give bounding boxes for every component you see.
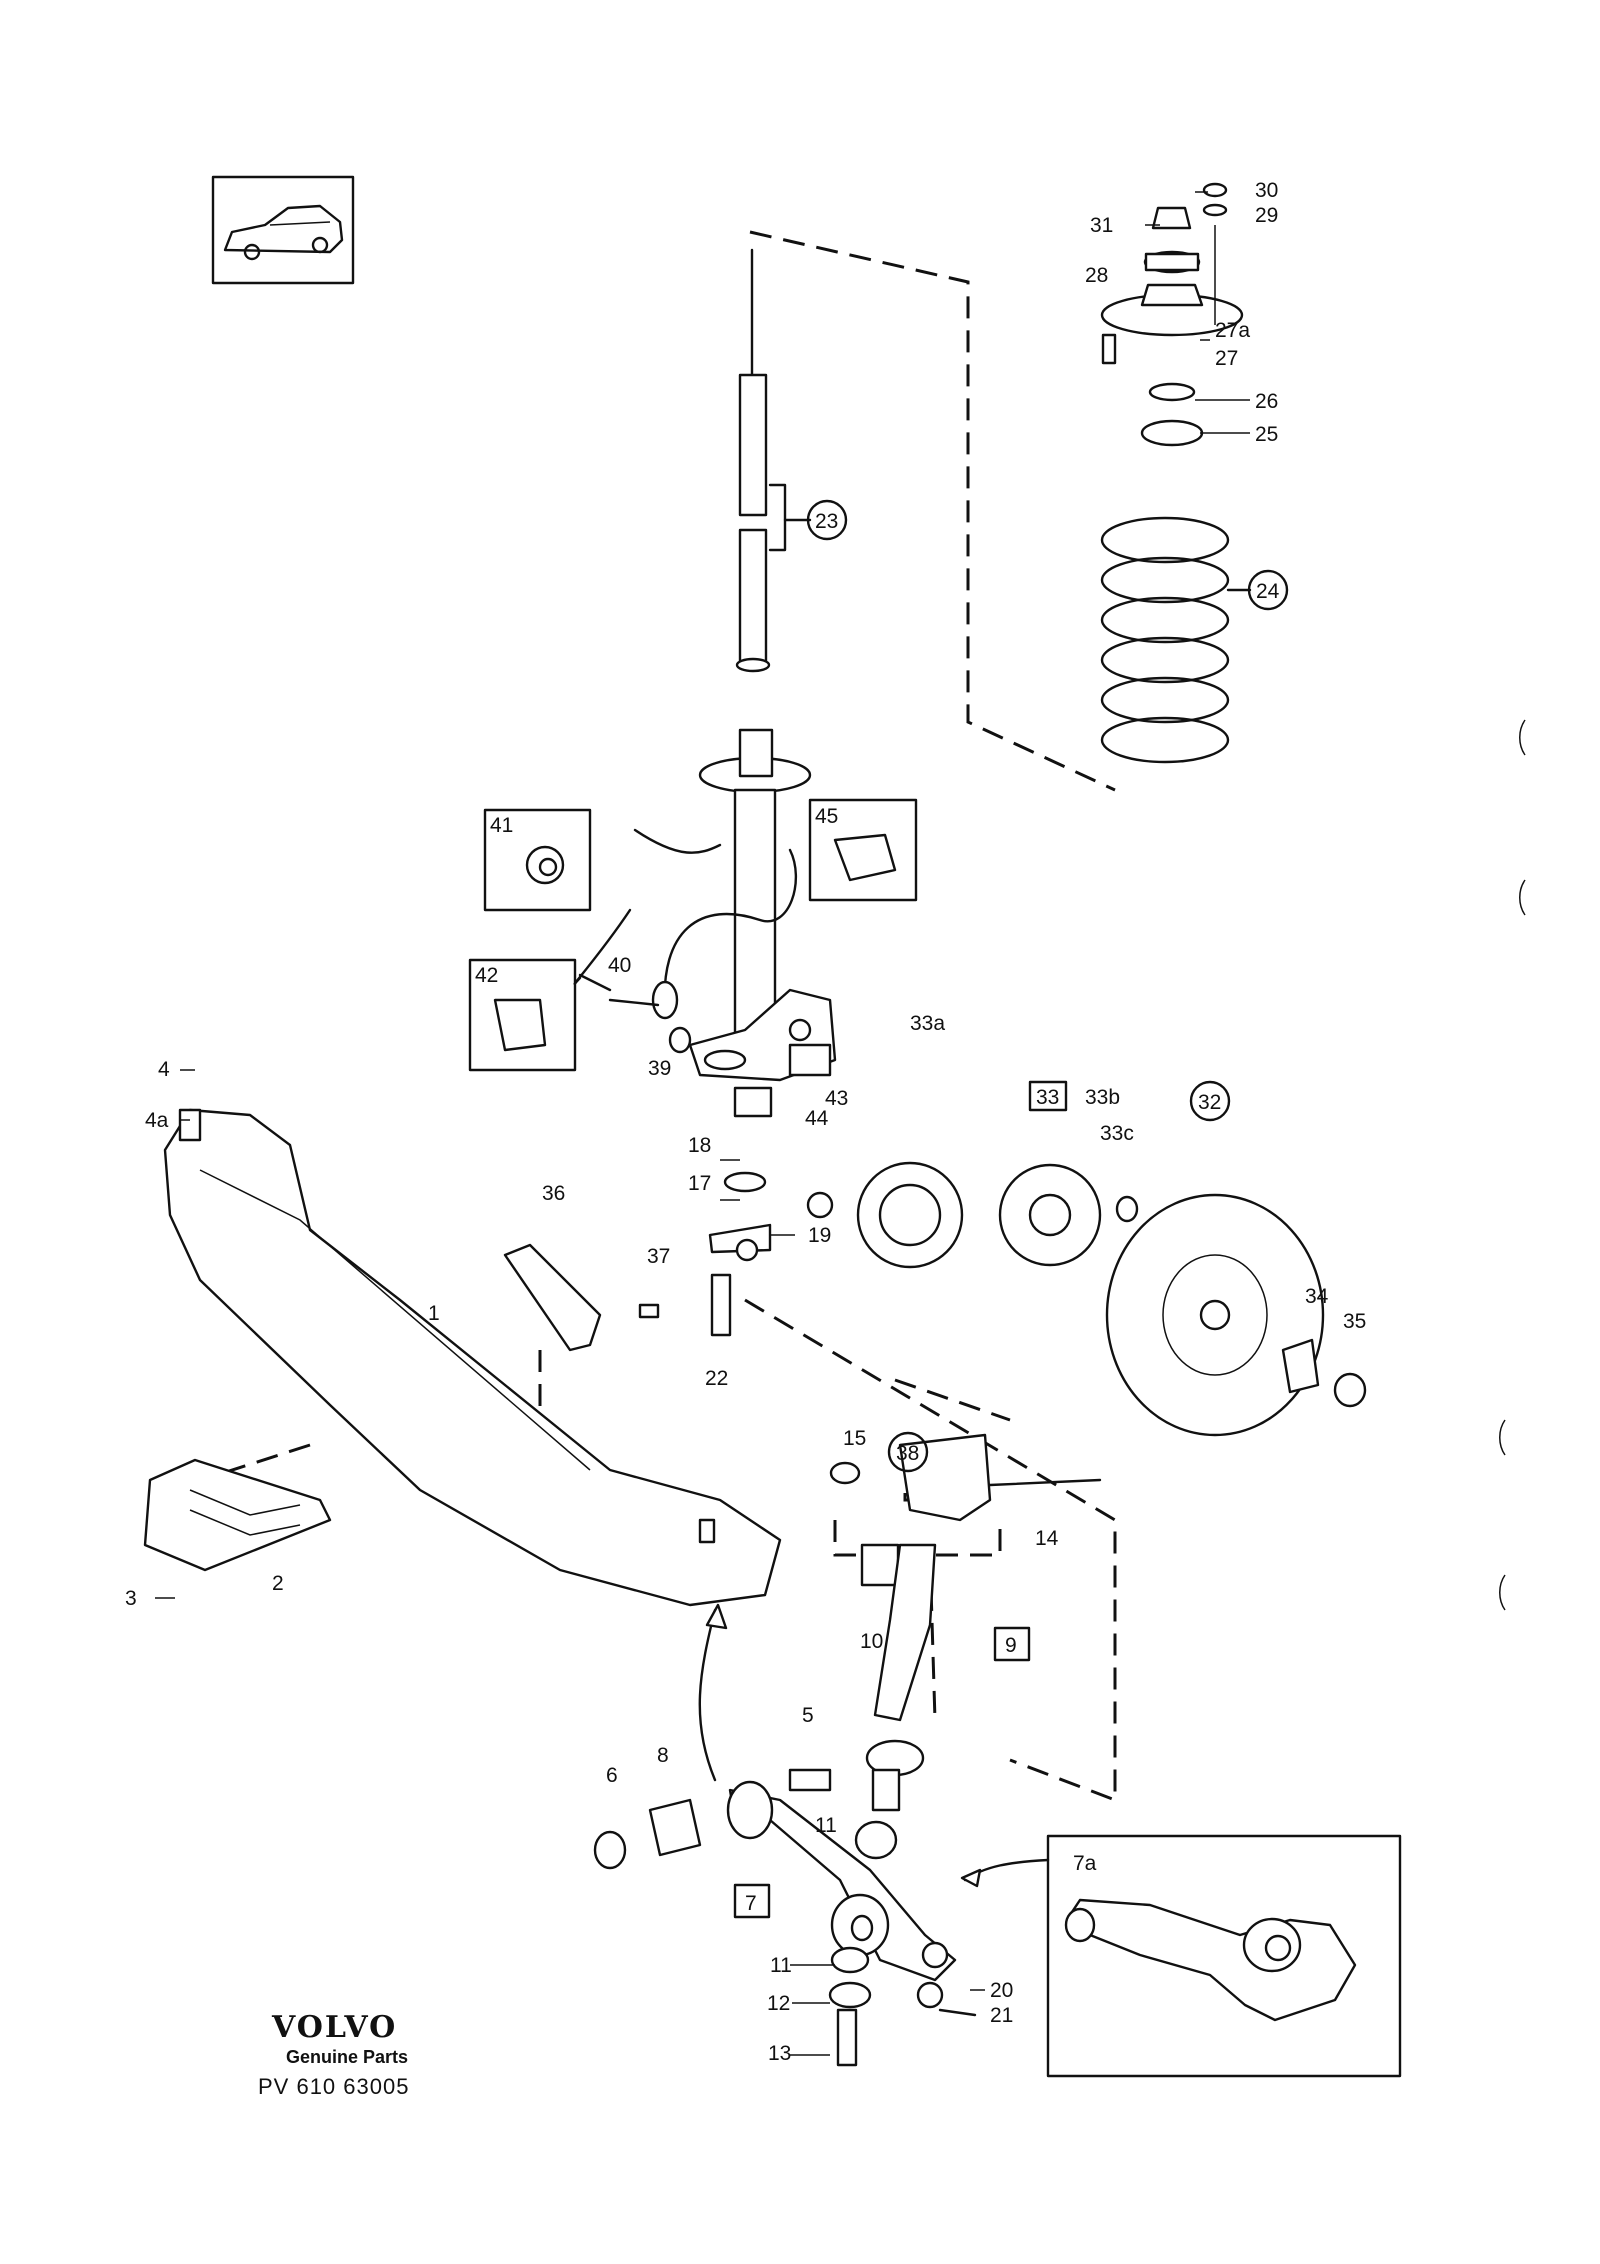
tie-rod-link <box>829 1433 1102 1812</box>
label-40: 40 <box>608 954 631 977</box>
inset-box-7a <box>960 1834 1402 2078</box>
control-arm <box>593 1603 977 2067</box>
label-14: 14 <box>1035 1527 1059 1550</box>
label-20: 20 <box>990 1979 1013 2002</box>
brake-disc <box>1105 1193 1367 1437</box>
label-28: 28 <box>1085 264 1108 287</box>
label-7: 7 <box>745 1892 757 1915</box>
label-4a: 4a <box>145 1109 169 1132</box>
label-21: 21 <box>990 2004 1013 2027</box>
label-26: 26 <box>1255 390 1278 413</box>
label-30: 30 <box>1255 179 1278 202</box>
label-18: 18 <box>688 1134 711 1157</box>
label-35: 35 <box>1343 1310 1366 1333</box>
label-33b: 33b <box>1085 1086 1120 1109</box>
label-44: 44 <box>805 1107 829 1130</box>
label-5: 5 <box>802 1704 814 1727</box>
label-32: 32 <box>1198 1091 1221 1114</box>
label-42: 42 <box>475 964 498 987</box>
label-29: 29 <box>1255 204 1278 227</box>
shock-absorber <box>735 248 812 673</box>
label-23: 23 <box>815 510 838 533</box>
subframe <box>163 1108 782 1607</box>
inset-box-41 <box>483 808 592 912</box>
label-22: 22 <box>705 1367 728 1390</box>
callout-frames <box>733 499 1289 1919</box>
label-2: 2 <box>272 1572 284 1595</box>
label-11-top: 11 <box>815 1814 837 1837</box>
label-11-bottom: 11 <box>770 1954 792 1977</box>
strut-housing <box>688 728 837 1082</box>
label-24: 24 <box>1256 580 1280 603</box>
label-33: 33 <box>1036 1086 1059 1109</box>
label-38: 38 <box>896 1442 919 1465</box>
label-8: 8 <box>657 1744 669 1767</box>
label-27: 27 <box>1215 347 1238 370</box>
coil-spring <box>1100 516 1252 764</box>
label-19: 19 <box>808 1224 831 1247</box>
car-icon <box>211 175 355 285</box>
label-12: 12 <box>767 1992 790 2015</box>
label-36: 36 <box>542 1182 565 1205</box>
label-45: 45 <box>815 805 838 828</box>
label-41: 41 <box>490 814 513 837</box>
brand-tagline: Genuine Parts <box>286 2047 409 2067</box>
label-10: 10 <box>860 1630 883 1653</box>
label-34: 34 <box>1305 1285 1329 1308</box>
label-39: 39 <box>648 1057 671 1080</box>
hub-assembly <box>788 1043 1139 1269</box>
strut-mount-parts <box>1100 182 1244 447</box>
label-43: 43 <box>825 1087 848 1110</box>
label-25: 25 <box>1255 423 1278 446</box>
leader-lines <box>155 191 1250 2056</box>
ball-joint-parts <box>708 1086 773 1337</box>
label-33a: 33a <box>910 1012 945 1035</box>
label-6: 6 <box>606 1764 618 1787</box>
skid-plate <box>143 1458 332 1572</box>
inset-box-45 <box>808 798 918 902</box>
brand-block: VOLVO Genuine Parts PV 610 63005 <box>258 2010 409 2100</box>
part-code: PV 610 63005 <box>258 2074 410 2099</box>
label-15: 15 <box>843 1427 866 1450</box>
label-3: 3 <box>125 1587 137 1610</box>
label-31: 31 <box>1090 214 1113 237</box>
label-4: 4 <box>158 1058 170 1081</box>
label-37: 37 <box>647 1245 670 1268</box>
label-9: 9 <box>1005 1634 1017 1657</box>
label-27a: 27a <box>1215 319 1250 342</box>
inset-box-42 <box>468 958 577 1072</box>
brand-logo: VOLVO <box>272 2010 398 2045</box>
label-1: 1 <box>428 1302 440 1325</box>
part-labels: 1 2 3 4 4a 5 6 7 7a 8 9 10 11 11 12 13 1… <box>125 179 1366 2065</box>
label-7a: 7a <box>1073 1852 1097 1875</box>
label-33c: 33c <box>1100 1122 1134 1145</box>
label-17: 17 <box>688 1172 711 1195</box>
margin-marks <box>1499 719 1526 1611</box>
bracket-36 <box>503 1243 660 1352</box>
label-13: 13 <box>768 2042 791 2065</box>
